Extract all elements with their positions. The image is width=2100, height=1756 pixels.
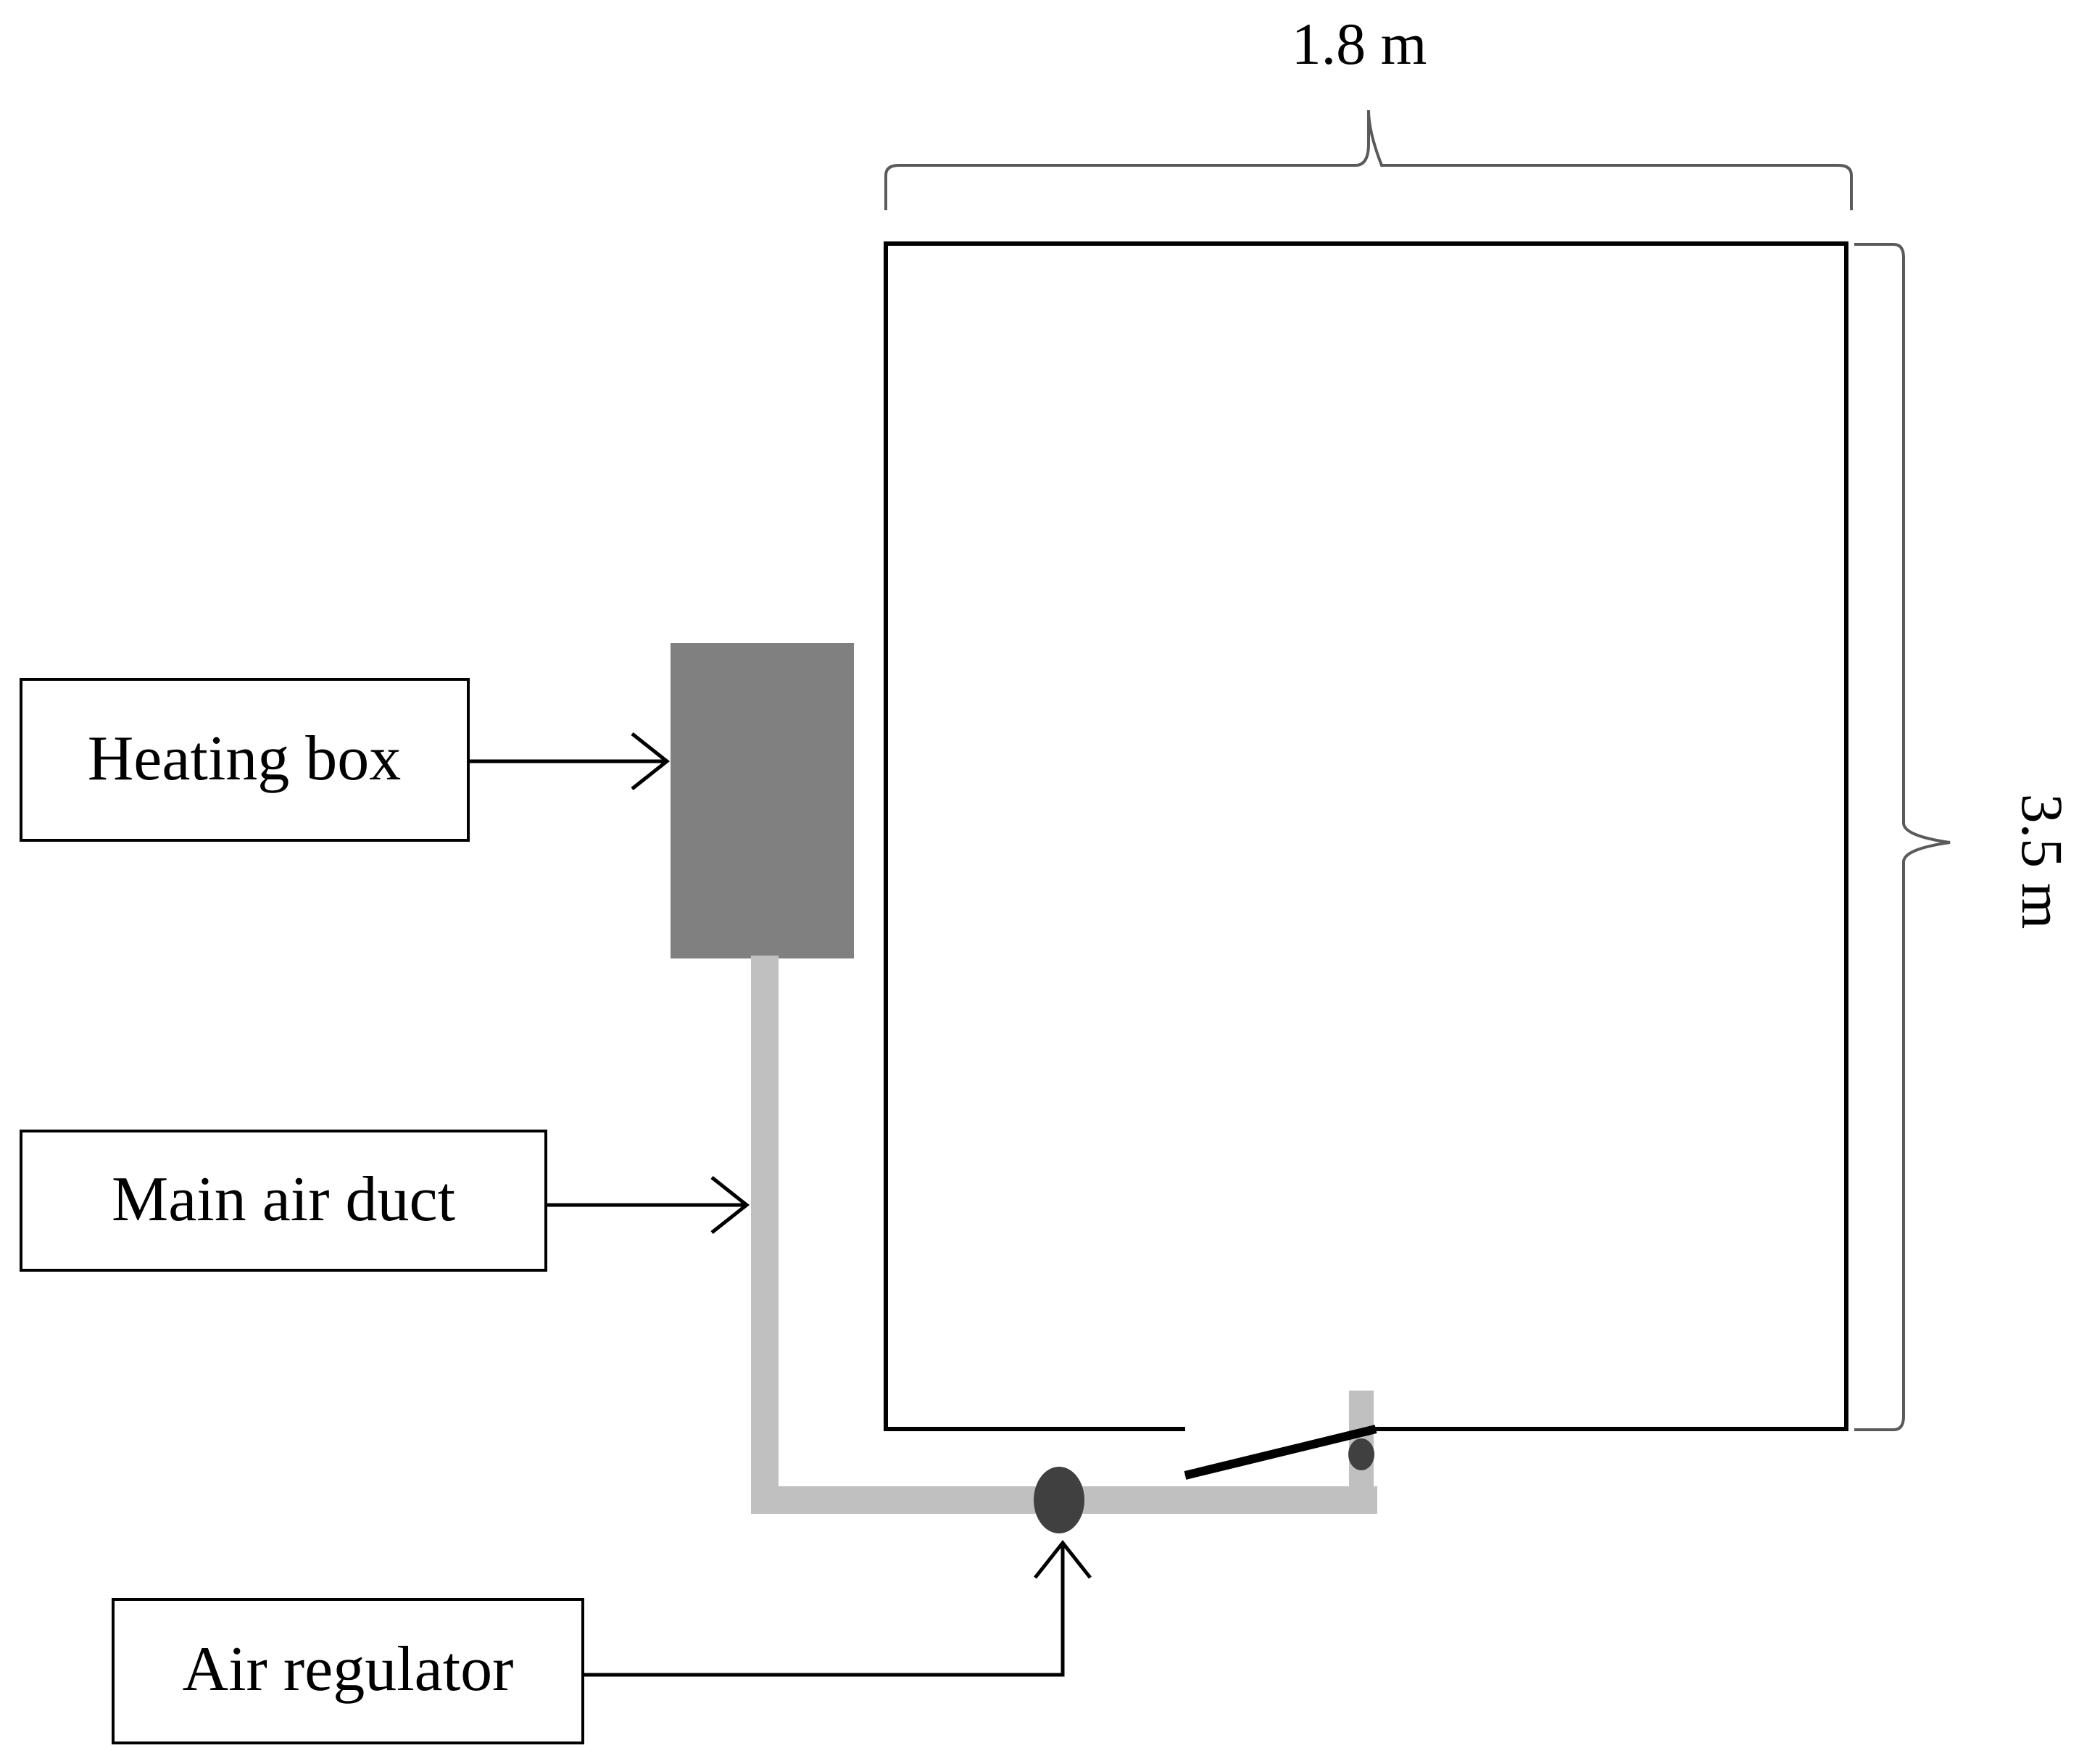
air-regulator-label-frame [112,1598,584,1744]
heating-box-label-frame [20,678,470,842]
air-regulator-label: Air regulator [183,1634,514,1705]
inlet-valve-flap [1184,1425,1377,1480]
main-air-duct-label: Main air duct [112,1164,455,1235]
main-air-duct [751,956,1377,1514]
main-air-duct-arrow-head [710,1176,750,1234]
heating-box-arrow-head [631,732,671,790]
air-regulator-arrow-head [1034,1539,1092,1579]
height-brace [1854,243,1951,1431]
inlet-valve-pivot [1348,1438,1374,1470]
width-label: 1.8 m [1292,11,1427,77]
heating-box [671,643,854,958]
height-label: 3.5 m [2009,794,2075,929]
heating-box-label: Heating box [88,724,402,794]
air-regulator [1034,1467,1084,1533]
width-brace [884,109,1853,210]
main-air-duct-label-frame [20,1130,547,1272]
chamber-outline [884,241,1848,1431]
air-regulator-arrow-shaft [583,1543,1065,1677]
